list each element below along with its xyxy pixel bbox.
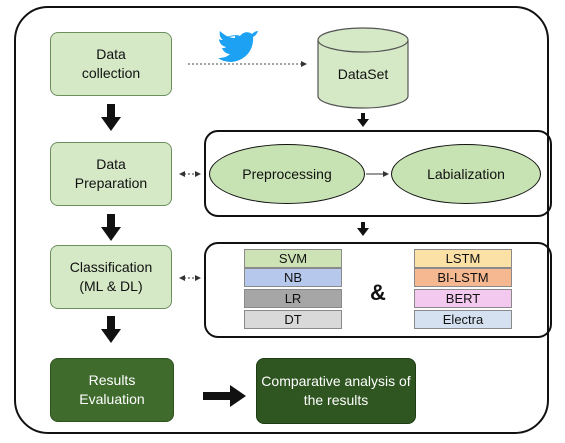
dataset-down-arrow xyxy=(357,113,369,127)
model-nb: NB xyxy=(244,268,342,287)
comparative-analysis-box: Comparative analysis of the results xyxy=(256,358,416,424)
data-preparation-label: Data Preparation xyxy=(74,156,148,191)
preprocessing-panel xyxy=(204,130,552,217)
evaluation-to-comparative-arrow xyxy=(203,385,246,407)
labialization-label: Labialization xyxy=(427,166,505,182)
preprocessing-label: Preprocessing xyxy=(242,166,332,182)
classification-label: Classification (ML & DL) xyxy=(69,259,153,294)
panel-down-arrow xyxy=(357,222,369,236)
outer-frame xyxy=(14,6,549,434)
data-preparation-box: Data Preparation xyxy=(50,142,172,206)
down-arrow-3 xyxy=(101,316,121,343)
labialization-ellipse: Labialization xyxy=(391,144,541,204)
model-electra: Electra xyxy=(414,310,512,329)
ampersand-separator: & xyxy=(370,280,386,305)
model-lstm: LSTM xyxy=(414,249,512,268)
model-dt: DT xyxy=(244,310,342,329)
dataset-label: DataSet xyxy=(337,66,389,82)
preprocessing-ellipse: Preprocessing xyxy=(209,144,365,204)
classification-box: Classification (ML & DL) xyxy=(50,245,172,309)
models-panel xyxy=(204,242,552,338)
comparative-analysis-label: Comparative analysis of the results xyxy=(261,373,411,408)
model-bert: BERT xyxy=(414,289,512,308)
model-lr: LR xyxy=(244,289,342,308)
results-evaluation-label: Results Evaluation xyxy=(79,372,145,407)
model-svm: SVM xyxy=(244,249,342,268)
data-collection-box: Data collection xyxy=(50,32,172,96)
down-arrow-2 xyxy=(101,214,121,241)
model-bi-lstm: BI-LSTM xyxy=(414,268,512,287)
down-arrow-1 xyxy=(101,104,121,131)
data-collection-label: Data collection xyxy=(81,46,141,81)
results-evaluation-box: Results Evaluation xyxy=(50,358,174,422)
